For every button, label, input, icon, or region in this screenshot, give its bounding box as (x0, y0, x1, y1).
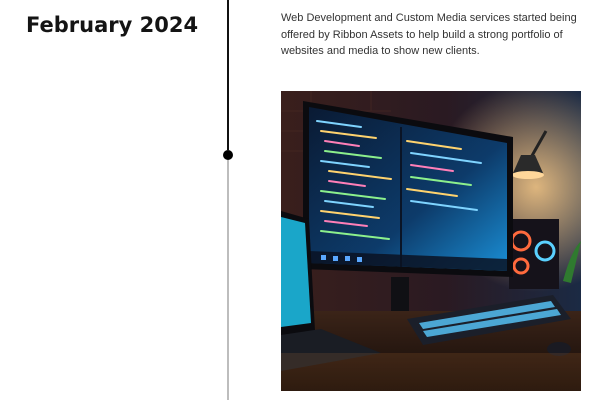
timeline-entry-image (281, 91, 581, 391)
timeline-line-lower (227, 160, 229, 400)
desk-setup-illustration (281, 91, 581, 391)
timeline-entry-date: February 2024 (26, 13, 199, 37)
timeline-entry-description: Web Development and Custom Media service… (281, 12, 577, 57)
timeline-marker-icon (223, 150, 233, 160)
timeline-line-upper (227, 0, 229, 150)
